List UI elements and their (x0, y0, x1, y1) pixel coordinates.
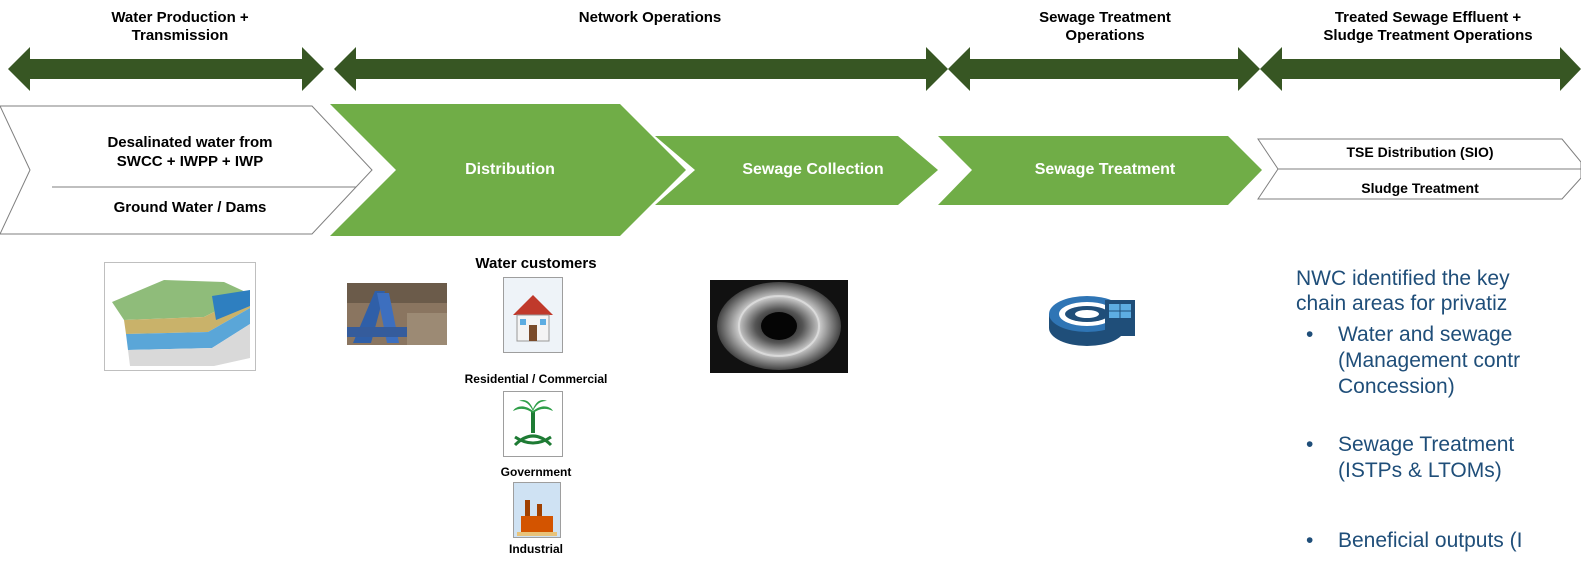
sewage-collection-label: Sewage Collection (742, 161, 884, 178)
factory-icon (513, 482, 561, 538)
header-water-production: Water Production +Transmission (111, 9, 249, 44)
chevron-sewage-collection (655, 136, 938, 205)
bullet-sewage-treatment: • Sewage Treatment (ISTPs & LTOMs) (1306, 433, 1515, 482)
saudi-emblem-icon (503, 391, 563, 457)
government-caption: Government (500, 465, 572, 479)
tse-top-label: TSE Distribution (SIO) (1346, 144, 1494, 160)
distribution-label: Distribution (465, 161, 555, 178)
header-network-operations: Network Operations (578, 9, 722, 26)
bullet-dot: • (1306, 323, 1314, 346)
sewer-tunnel-image (710, 280, 848, 373)
water-customers-title: Water customers (475, 255, 597, 272)
tse-bottom-label: Sludge Treatment (1361, 180, 1479, 196)
header-tse-sludge-operations: Treated Sewage Effluent +Sludge Treatmen… (1323, 9, 1533, 44)
industrial-caption: Industrial (508, 542, 563, 556)
chevron-distribution (330, 104, 686, 236)
source-chevron (0, 105, 373, 235)
bullet-beneficial-outputs: • Beneficial outputs (I (1306, 529, 1523, 552)
arrow-network-operations (334, 47, 948, 91)
groundwater-cross-section-image (104, 262, 256, 371)
chevron-sewage-treatment (938, 136, 1262, 205)
house-icon (503, 277, 563, 353)
arrow-sewage-treatment-operations (948, 47, 1260, 91)
bullet-water-sewage: • Water and sewage (Management contr Con… (1306, 323, 1521, 398)
bullet-dot: • (1306, 529, 1314, 552)
treatment-plant-icon (1049, 296, 1135, 346)
arrow-water-production (8, 47, 324, 91)
pipe-repair-image (347, 283, 447, 345)
note-line-2: chain areas for privatiz (1296, 292, 1508, 315)
arrow-tse-sludge-operations (1260, 47, 1581, 91)
source-bottom-label: Ground Water / Dams (113, 199, 267, 216)
residential-commercial-caption: Residential / Commercial (464, 372, 608, 386)
bullet-dot: • (1306, 433, 1314, 456)
sewage-treatment-label: Sewage Treatment (1034, 161, 1176, 178)
note-line-1: NWC identified the key (1296, 267, 1510, 290)
